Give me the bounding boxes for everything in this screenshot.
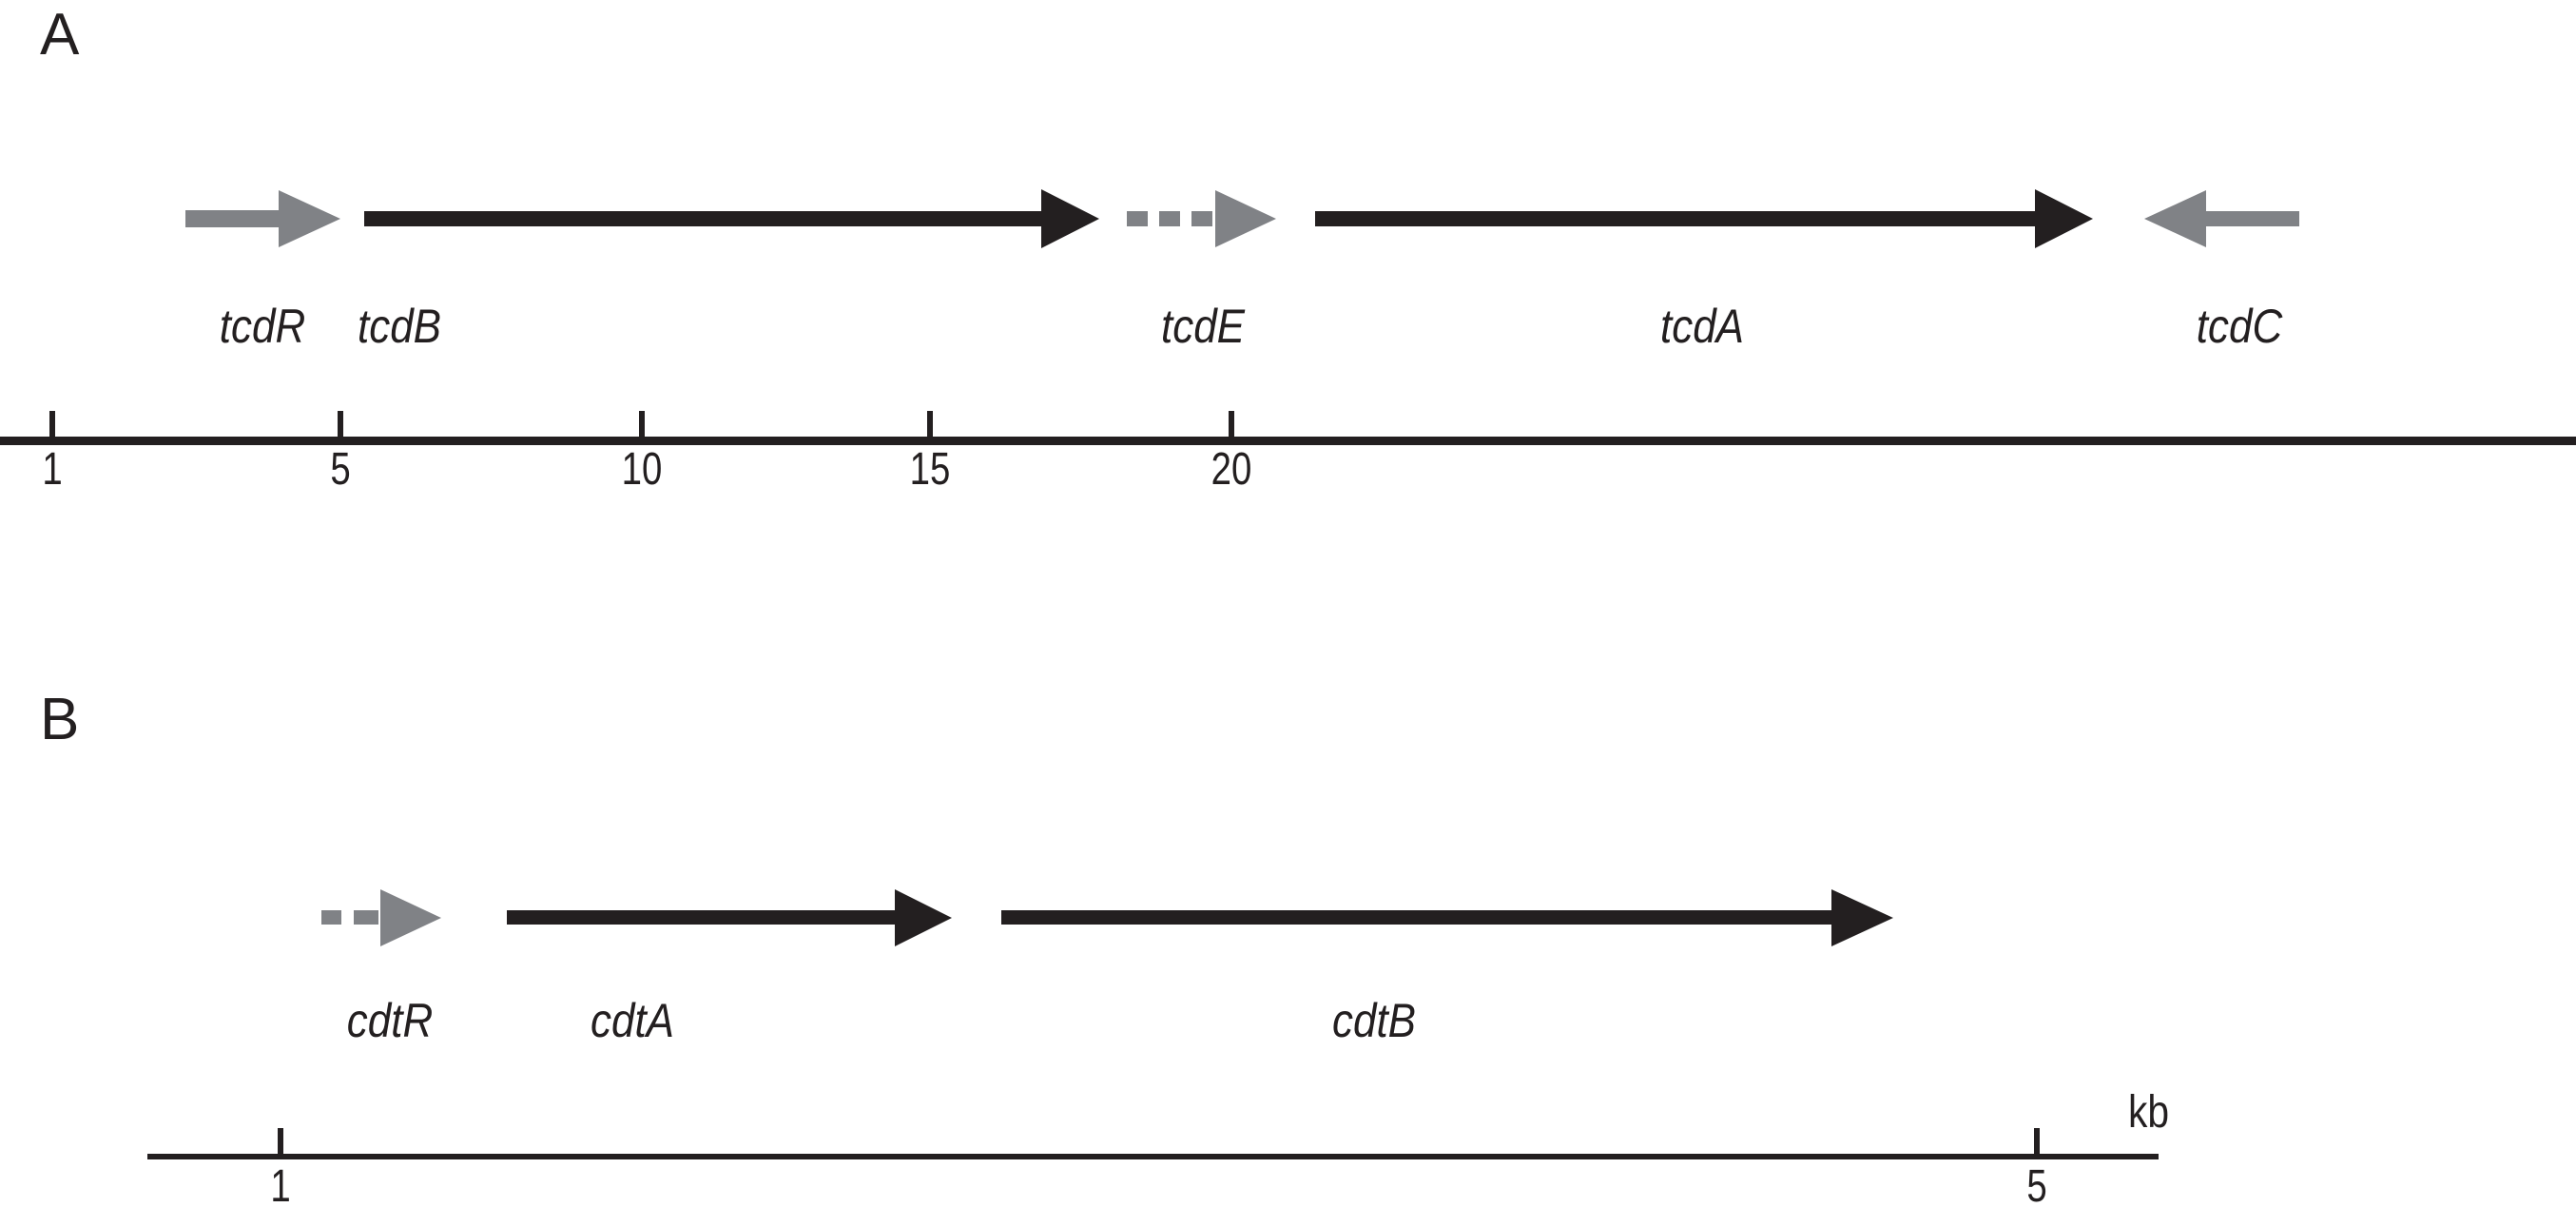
gene-arrow-tcdB [364,189,1099,248]
gene-label-cdtB: cdtB [1331,994,1417,1047]
panel-a-tick-5 [338,411,343,439]
gene-label-tcdB: tcdB [357,300,442,353]
panel-a-tick-20 [1229,411,1234,439]
panel-b-axis-line [147,1154,2159,1159]
panel-b-tick-1 [278,1128,283,1156]
gene-label-tcdE: tcdE [1160,300,1246,353]
gene-arrow-cdtA [507,889,952,946]
gene-label-cdtA: cdtA [590,994,675,1047]
gene-label-cdtR: cdtR [346,994,434,1047]
gene-label-tcdR: tcdR [219,300,306,353]
gene-arrow-tcdE [1127,190,1276,247]
panel-a-tick-label-20: 20 [1211,444,1252,495]
panel-b-tick-label-5: 5 [2026,1161,2047,1212]
panel-a-tick-10 [639,411,645,439]
panel-a-tick-label-5: 5 [330,444,351,495]
gene-label-tcdA: tcdA [1659,300,1745,353]
gene-label-tcdC: tcdC [2196,300,2283,353]
panel-a-axis-line [0,437,2576,445]
panel-a-tick-15 [927,411,933,439]
gene-arrow-tcdA [1315,189,2093,248]
gene-arrow-tcdR [185,190,340,247]
panel-b-tick-5 [2034,1128,2040,1156]
panel-a-tick-label-15: 15 [909,444,951,495]
panel-label-b: B [40,687,80,752]
panel-a-tick-label-1: 1 [42,444,63,495]
gene-arrow-cdtR [321,889,441,946]
panel-b-tick-label-1: 1 [270,1161,291,1212]
panel-label-a: A [40,2,80,68]
panel-a-tick-label-10: 10 [621,444,663,495]
gene-arrow-tcdC [2144,190,2299,247]
gene-arrow-cdtB [1001,889,1893,946]
panel-a-tick-1 [49,411,55,439]
panel-b-unit-label: kb [2128,1087,2170,1138]
